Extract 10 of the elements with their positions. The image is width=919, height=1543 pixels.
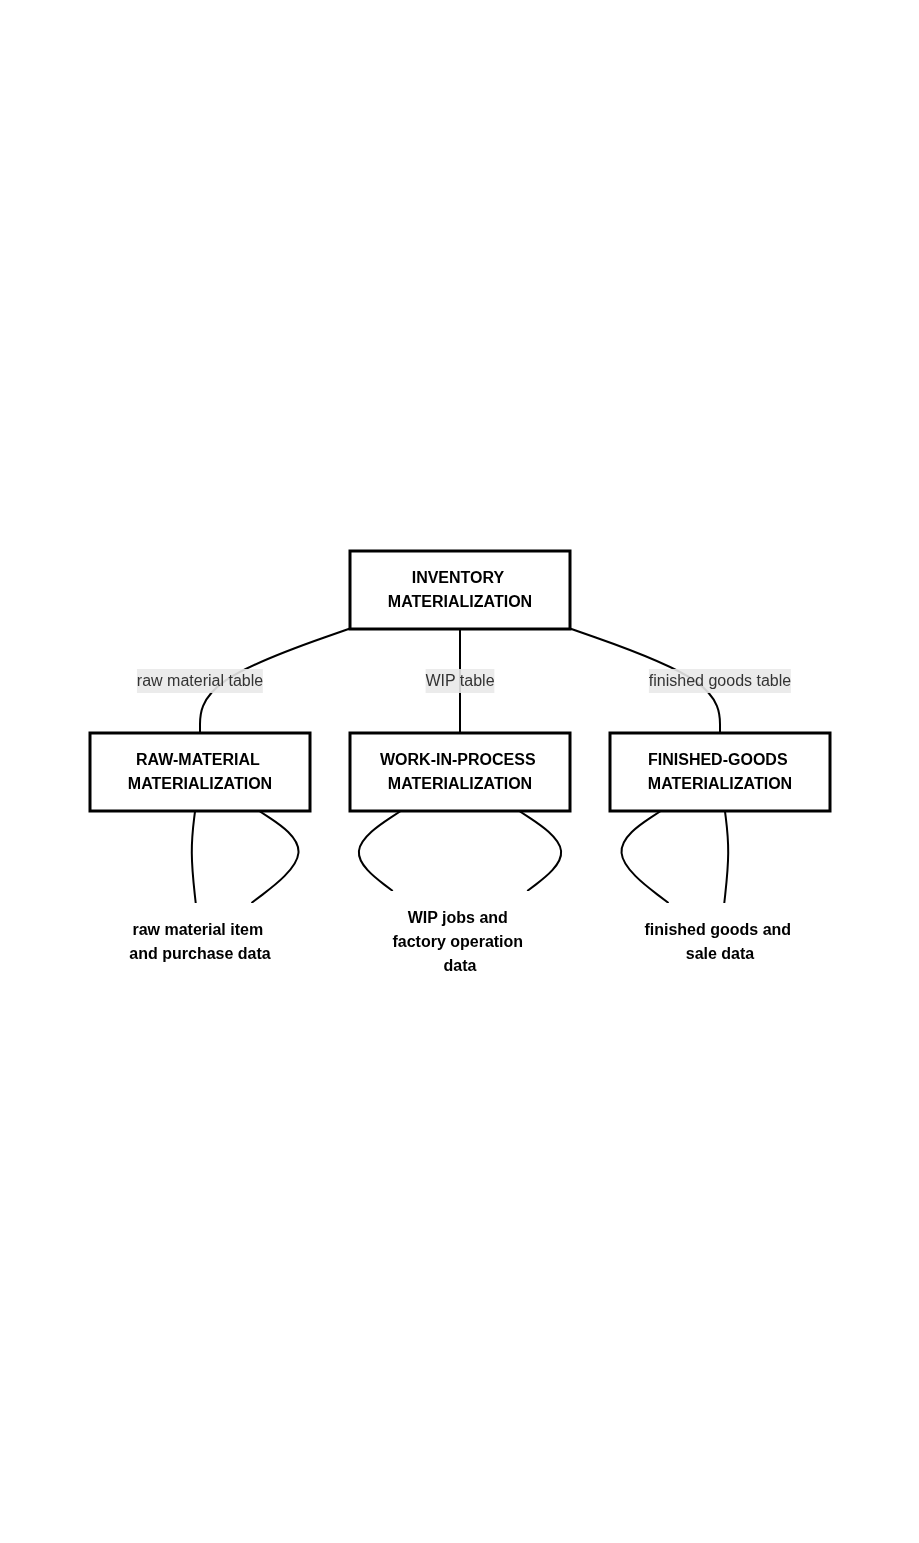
- node-box: WORK-IN-PROCESS MATERIALIZATION: [348, 731, 571, 812]
- node-box: INVENTORY MATERIALIZATION: [348, 549, 571, 630]
- node-text: finished goods and sale data: [643, 920, 791, 962]
- node-text: raw material item and purchase data: [128, 920, 271, 962]
- edge-label: finished goods table: [648, 671, 791, 689]
- edge-label: raw material table: [136, 671, 263, 689]
- node-box: FINISHED-GOODS MATERIALIZATION: [608, 731, 831, 812]
- node-box: RAW-MATERIAL MATERIALIZATION: [88, 731, 311, 812]
- node-text: WIP jobs and factory operation data: [391, 908, 523, 974]
- edge-label: WIP table: [424, 671, 495, 689]
